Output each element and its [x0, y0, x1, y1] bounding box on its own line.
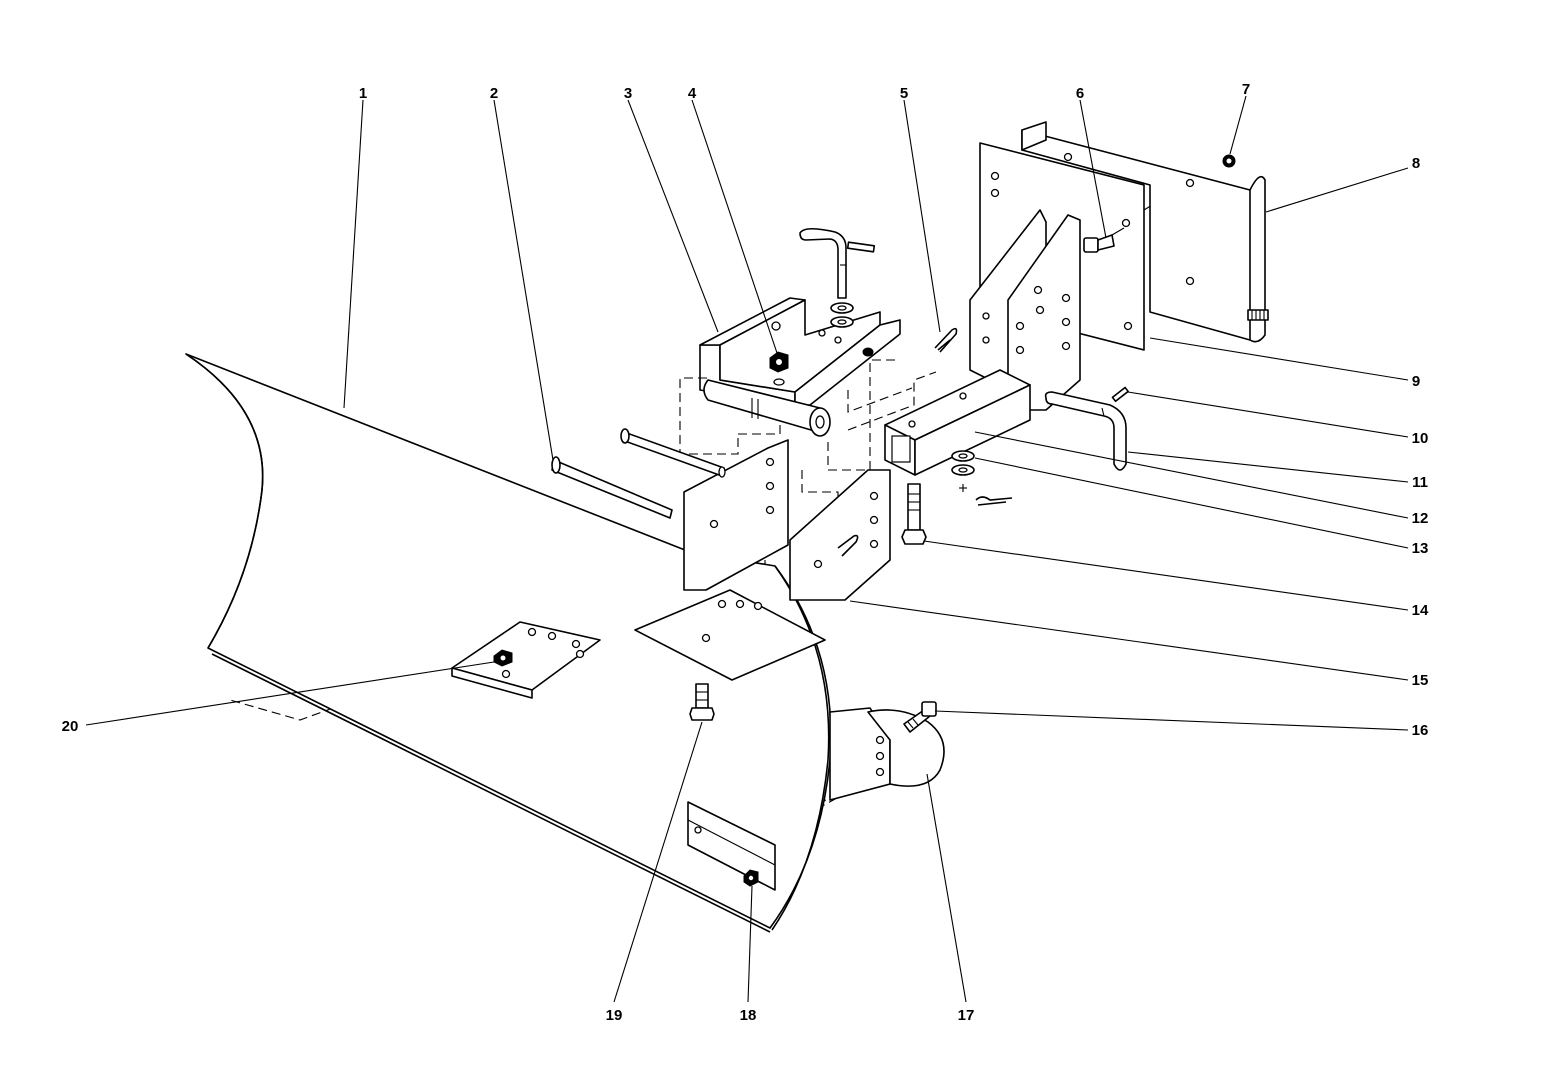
a-frame-plates [634, 439, 891, 681]
leader-lines [85, 95, 1409, 1003]
callout-labels: 1 2 3 4 5 6 7 8 9 10 11 12 13 14 15 16 1… [62, 81, 1429, 1024]
bolt-6 [1083, 227, 1125, 253]
callout-2: 2 [490, 85, 498, 102]
callout-9: 9 [1412, 373, 1420, 390]
callout-12: 12 [1412, 510, 1429, 527]
callout-15: 15 [1412, 672, 1429, 689]
pivot-pin-2 [551, 428, 726, 519]
blade-brace-block [687, 801, 776, 891]
callout-3: 3 [624, 85, 632, 102]
callout-11: 11 [1412, 474, 1428, 491]
lower-l-pin [1044, 386, 1129, 471]
bolt-19 [689, 683, 715, 721]
callout-14: 14 [1412, 602, 1429, 619]
washer-clip-bolt [901, 450, 1013, 545]
callout-4: 4 [688, 85, 697, 102]
upper-l-pin [799, 227, 876, 328]
callout-10: 10 [1412, 430, 1429, 447]
swivel-bracket [699, 297, 901, 437]
bolt-16 [903, 701, 937, 733]
skid-shoe [829, 707, 945, 801]
callout-8: 8 [1412, 155, 1420, 172]
callout-5: 5 [900, 85, 908, 102]
callout-13: 13 [1412, 540, 1429, 557]
hitch-tube-assembly [884, 209, 1081, 476]
cotter-pin-5 [934, 327, 958, 353]
callout-18: 18 [740, 1007, 757, 1024]
callout-19: 19 [606, 1007, 623, 1024]
callout-6: 6 [1076, 85, 1084, 102]
callout-16: 16 [1412, 722, 1429, 739]
channel-bracket [1021, 121, 1269, 343]
callout-20: 20 [62, 718, 79, 735]
callout-17: 17 [958, 1007, 975, 1024]
callout-1: 1 [359, 85, 367, 102]
callout-7: 7 [1242, 81, 1250, 98]
blade-bracket-20 [451, 621, 601, 699]
